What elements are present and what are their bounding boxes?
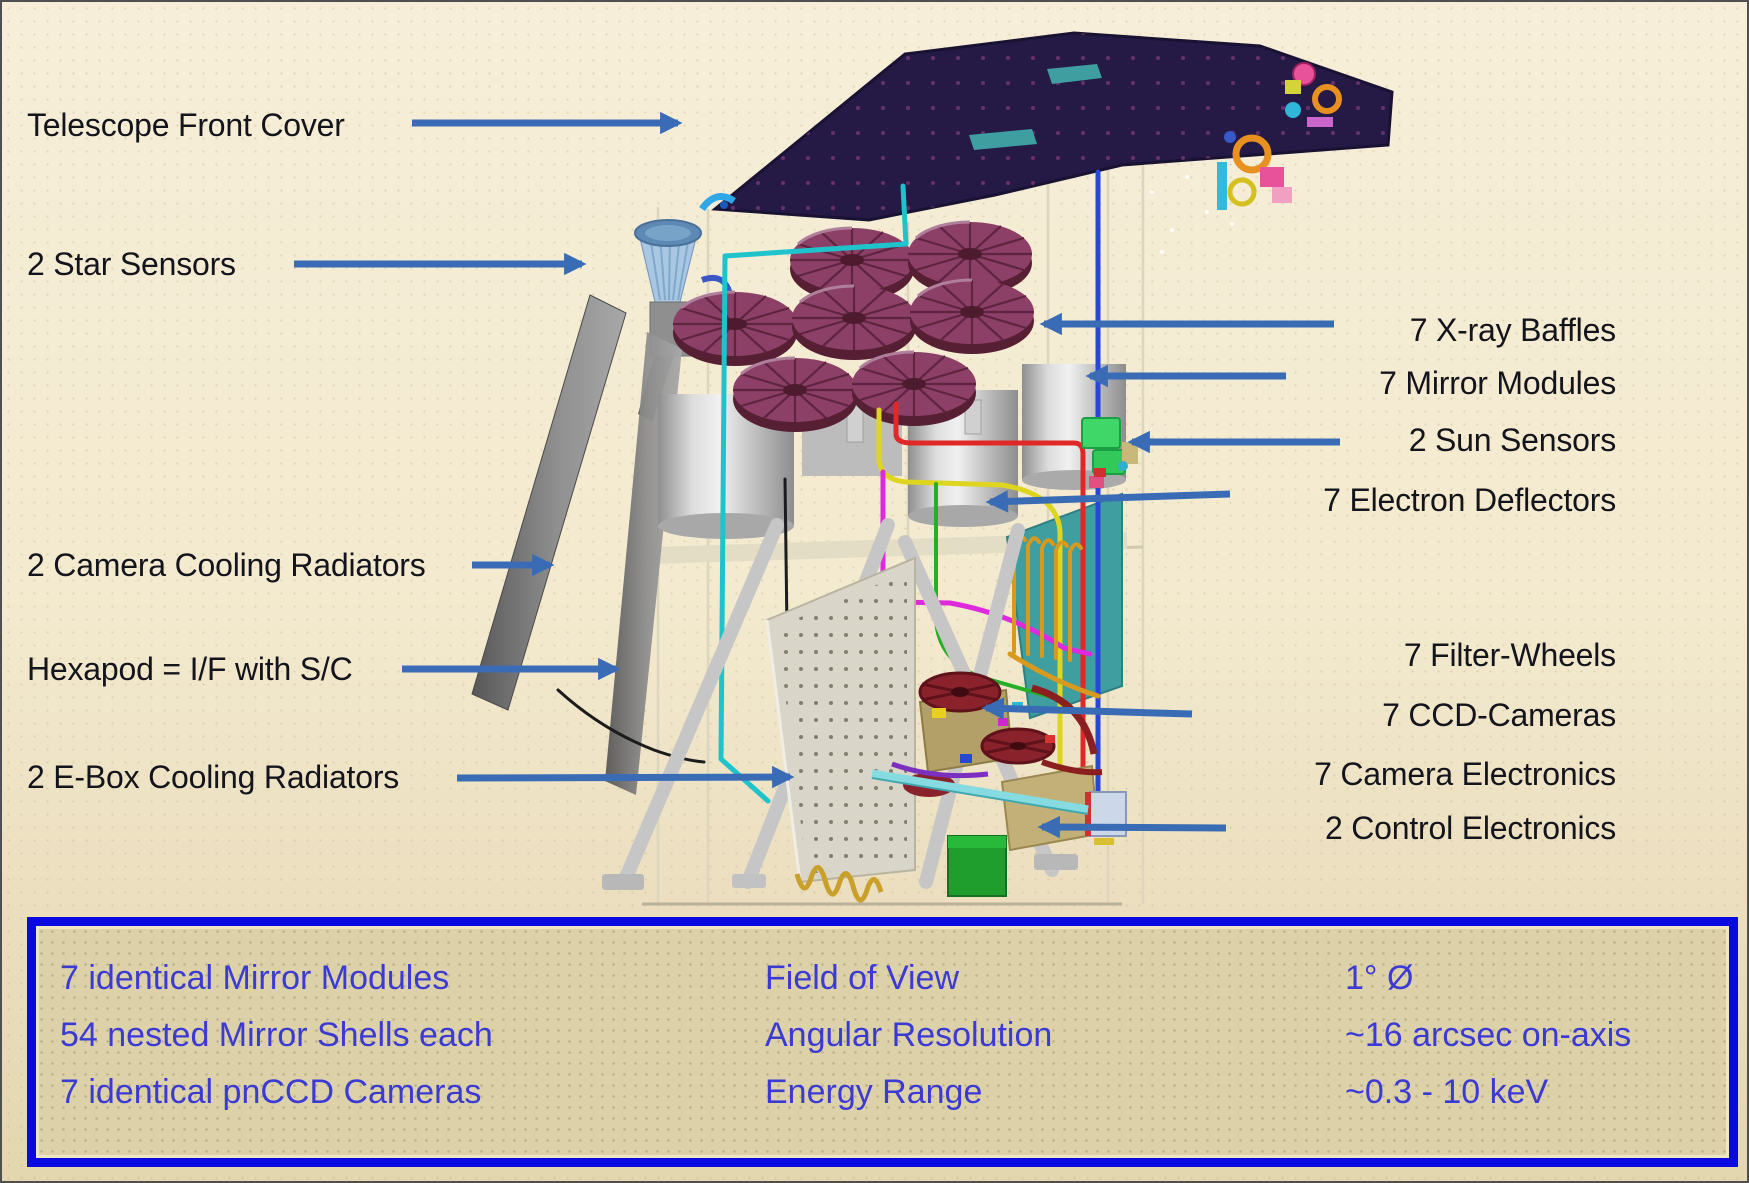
callout-hexapod: Hexapod = I/F with S/C — [27, 648, 353, 690]
callout-camera-electronics: 7 Camera Electronics — [1314, 753, 1616, 795]
callout-label: 2 Sun Sensors — [1408, 422, 1617, 458]
callout-label: 7 Electron Deflectors — [1323, 482, 1616, 518]
camera-radiator-blade-front — [471, 294, 627, 711]
spec-angular-resolution-label: Angular Resolution — [765, 1016, 1053, 1054]
callout-ebox-cooling-radiators: 2 E-Box Cooling Radiators — [27, 756, 399, 798]
callout-label: 2 E-Box Cooling Radiators — [27, 759, 400, 795]
callout-camera-cooling-radiators: 2 Camera Cooling Radiators — [27, 544, 426, 586]
electronics-cluster — [794, 671, 1127, 903]
arrow-ccd-cameras — [981, 697, 1193, 720]
arrow-control-electronics — [1037, 815, 1227, 839]
strut-foot — [1034, 854, 1078, 870]
spec-energy-range-label: Energy Range — [765, 1073, 983, 1111]
arrow-electron-deflectors — [985, 490, 1231, 513]
strut-foot — [732, 874, 766, 888]
callout-label: Telescope Front Cover — [27, 107, 345, 143]
spec-mirror-modules: 7 identical Mirror Modules — [60, 959, 450, 997]
coiled-cable — [794, 865, 884, 903]
wire-cyan — [718, 183, 909, 804]
spec-box: 7 identical Mirror Modules Field of View… — [27, 917, 1738, 1167]
callout-label: 2 Control Electronics — [1324, 810, 1616, 846]
cover-hinge — [699, 193, 736, 212]
callout-electron-deflectors: 7 Electron Deflectors — [1323, 479, 1616, 521]
callout-label: 2 Star Sensors — [27, 246, 236, 282]
spec-mirror-shells: 54 nested Mirror Shells each — [60, 1016, 493, 1054]
arrow-ebox-cooling — [456, 765, 795, 789]
callout-arrows — [294, 111, 1340, 839]
spec-pnccd-cameras: 7 identical pnCCD Cameras — [60, 1073, 482, 1111]
spec-energy-range-value: ~0.3 - 10 keV — [1345, 1073, 1549, 1111]
callout-label: 2 Camera Cooling Radiators — [27, 547, 426, 583]
spec-grid: 7 identical Mirror Modules Field of View… — [36, 926, 1729, 1121]
callout-label: 7 CCD-Cameras — [1382, 697, 1616, 733]
spec-angular-resolution-value: ~16 arcsec on-axis — [1345, 1016, 1632, 1054]
callout-control-electronics: 2 Control Electronics — [1325, 807, 1616, 849]
star-tracker-cluster — [969, 62, 1342, 254]
callout-mirror-modules: 7 Mirror Modules — [1379, 362, 1616, 404]
callout-telescope-front-cover: Telescope Front Cover — [27, 104, 345, 146]
callout-label: 7 Mirror Modules — [1379, 365, 1616, 401]
callout-ccd-cameras: 7 CCD-Cameras — [1382, 694, 1616, 736]
spec-field-of-view-value: 1° Ø — [1345, 959, 1414, 997]
callout-filter-wheels: 7 Filter-Wheels — [1404, 634, 1616, 676]
callout-label: 7 X-ray Baffles — [1409, 312, 1616, 348]
callout-sun-sensors: 2 Sun Sensors — [1408, 419, 1617, 461]
wire-red — [893, 401, 1086, 801]
strut-foot — [602, 874, 644, 890]
callout-xray-baffles: 7 X-ray Baffles — [1410, 309, 1616, 351]
front-cover-shape — [699, 31, 1394, 222]
spec-field-of-view-label: Field of View — [765, 959, 960, 997]
callout-label: 7 Filter-Wheels — [1403, 637, 1616, 673]
callout-star-sensors: 2 Star Sensors — [27, 243, 236, 285]
callout-label: 7 Camera Electronics — [1314, 756, 1616, 792]
callout-label: Hexapod = I/F with S/C — [27, 651, 353, 687]
baffle-cluster — [671, 220, 1036, 443]
ebox-radiator-panel — [765, 556, 916, 884]
wire-yellow — [876, 407, 1063, 805]
